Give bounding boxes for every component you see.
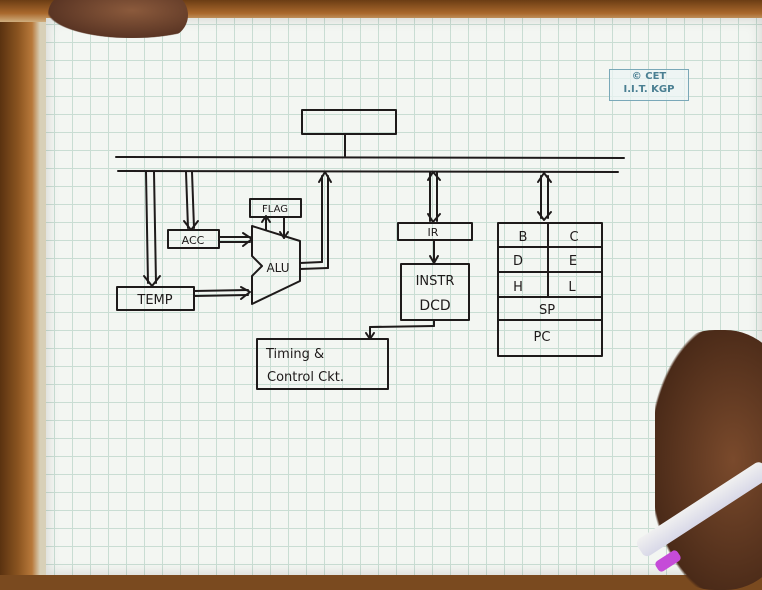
control-ckt-label: Control Ckt. xyxy=(267,370,344,385)
register-pc: PC xyxy=(534,330,551,345)
watermark-line-2: I.I.T. KGP xyxy=(610,83,688,96)
ir-to-decoder-arrow xyxy=(430,240,438,263)
temp-to-alu-arrow xyxy=(194,287,250,299)
ir-label: IR xyxy=(428,226,439,239)
register-c: C xyxy=(569,230,578,245)
acc-to-alu-arrow xyxy=(219,233,252,246)
bus-to-register-file-arrow xyxy=(538,173,551,220)
bus-top-box xyxy=(302,110,396,134)
flag-label: FLAG xyxy=(262,204,288,215)
decoder-to-timing-arrow xyxy=(366,320,434,339)
acc-label: ACC xyxy=(182,234,205,247)
watermark-logo: © CET I.I.T. KGP xyxy=(609,69,689,101)
register-sp: SP xyxy=(539,303,555,318)
internal-bus-upper-line xyxy=(116,157,624,158)
instr-label: INSTR xyxy=(416,274,455,289)
watermark-line-1: © CET xyxy=(610,70,688,83)
register-e: E xyxy=(569,254,577,269)
register-h: H xyxy=(513,280,523,295)
register-b: B xyxy=(519,230,528,245)
register-l: L xyxy=(568,280,576,295)
alu-label: ALU xyxy=(266,261,289,275)
bus-to-ir-arrow xyxy=(428,172,440,222)
hand-top xyxy=(48,0,188,38)
bus-to-acc-arrow xyxy=(184,172,198,230)
alu-to-bus-arrow xyxy=(300,172,331,269)
timing-label: Timing & xyxy=(265,347,324,362)
bus-to-temp-arrow xyxy=(144,172,160,286)
register-d: D xyxy=(513,254,523,269)
temp-label: TEMP xyxy=(136,293,172,308)
dcd-label: DCD xyxy=(419,298,450,314)
internal-bus-lower-line xyxy=(118,171,618,172)
